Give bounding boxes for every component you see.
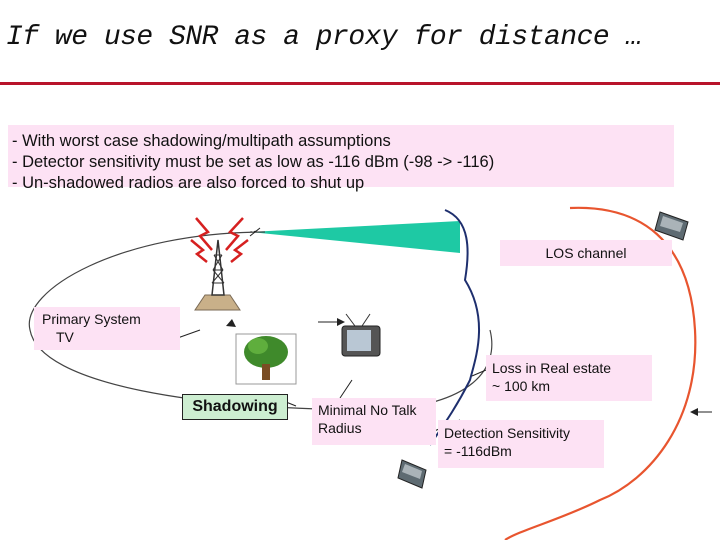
detection-sensitivity-label: Detection Sensitivity = -116dBm — [438, 420, 604, 468]
talk-line2: Radius — [318, 420, 362, 436]
loss-line1: Loss in Real estate — [492, 360, 612, 376]
talk-line1: Minimal No Talk — [318, 402, 417, 418]
bullet-item: - With worst case shadowing/multipath as… — [12, 132, 391, 150]
tree-icon — [235, 333, 297, 385]
primary-line1: Primary System — [42, 311, 141, 327]
broadcast-tower-icon — [190, 217, 249, 311]
talk-arrow — [339, 379, 353, 399]
detect-line2: = -116dBm — [444, 443, 512, 459]
top-arrow — [249, 227, 261, 237]
los-channel-label: LOS channel — [500, 240, 672, 266]
tv-arrow-head — [337, 318, 345, 326]
radio-device-icon-bottom — [397, 459, 427, 489]
detection-boundary-curve — [429, 209, 480, 446]
loss-line2: ~ 100 km — [492, 378, 550, 394]
detect-line1: Detection Sensitivity — [444, 425, 571, 441]
title-divider — [0, 82, 720, 85]
radio-device-icon — [654, 211, 689, 241]
edge-arrow-head — [690, 408, 698, 416]
primary-system-label: Primary System TV — [34, 307, 180, 350]
bullet-item: - Detector sensitivity must be set as lo… — [12, 153, 495, 171]
shadowing-label: Shadowing — [182, 394, 288, 420]
primary-line2: TV — [56, 329, 74, 345]
bullet-item: - Un-shadowed radios are also forced to … — [12, 174, 365, 192]
assumptions-callout: - With worst case shadowing/multipath as… — [8, 125, 674, 192]
loss-arrow — [471, 369, 487, 377]
minimal-no-talk-label: Minimal No Talk Radius — [312, 398, 436, 445]
minimal-no-talk-ellipse — [28, 231, 493, 411]
lower-arrow-head — [226, 319, 236, 327]
los-channel-wedge — [250, 221, 460, 253]
loss-real-estate-label: Loss in Real estate ~ 100 km — [486, 355, 652, 401]
slide-title: If we use SNR as a proxy for distance … — [6, 22, 642, 53]
tv-icon — [341, 313, 381, 357]
loss-boundary-curve — [504, 206, 697, 540]
